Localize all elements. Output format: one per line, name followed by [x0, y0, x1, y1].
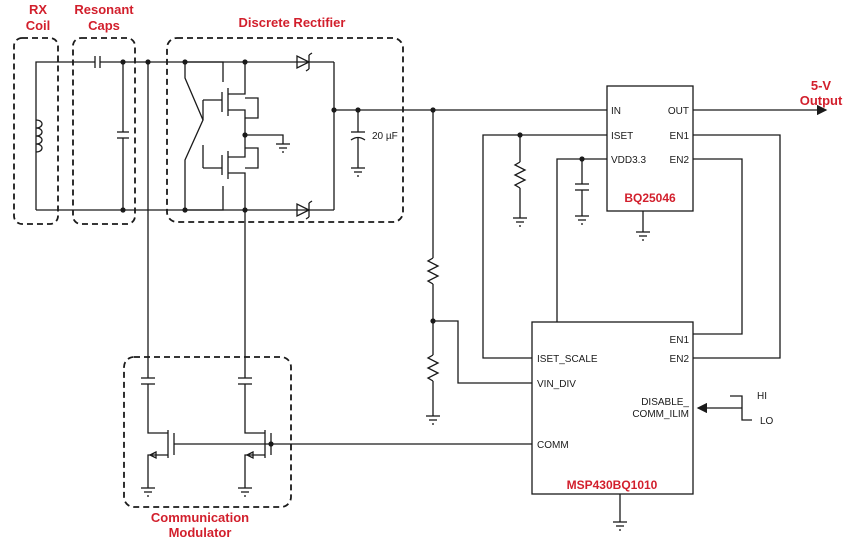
msp-pin-disable: DISABLE_ [641, 397, 689, 408]
msp430-name-label: MSP430BQ1010 [567, 478, 658, 492]
hi-lo-selector [696, 395, 752, 421]
output-label-line1: 5-V [811, 78, 832, 93]
msp-ground-symbol [613, 494, 627, 531]
msp430-chip [531, 321, 694, 495]
discrete-rectifier-group-box [166, 37, 404, 223]
comm-modulator-right-branch [238, 210, 272, 497]
resonant-caps-label-line2: Caps [88, 18, 120, 33]
bq-pin-in: IN [611, 106, 621, 117]
junction-dot [120, 207, 126, 213]
msp-pin-en2: EN2 [670, 354, 690, 365]
parallel-resonant-capacitor [117, 62, 129, 210]
junction-dot [120, 59, 126, 65]
comm-modulator-label-line2: Modulator [169, 525, 232, 540]
en1-net-wire [693, 134, 781, 359]
rectifier-mosfet-pair [145, 59, 290, 213]
en2-net-wire [693, 158, 743, 335]
comm-modulator-group-box [123, 356, 292, 508]
junction-dot [268, 441, 274, 447]
bq-ground-symbol [636, 211, 650, 241]
bq-pin-vdd33: VDD3.3 [611, 155, 646, 166]
schottky-diode-bottom [296, 200, 313, 220]
resonant-caps-group-box [72, 37, 136, 225]
rx-coil-label-line2: Coil [26, 18, 51, 33]
hi-label: HI [757, 391, 767, 402]
schottky-diode-top [296, 52, 313, 72]
msp-pin-iset-scale: ISET_SCALE [537, 354, 598, 365]
bq25046-name-label: BQ25046 [624, 191, 676, 205]
vdd33-decoupling-capacitor [556, 156, 607, 322]
comm-modulator-label-line1: Communication [151, 510, 249, 525]
resonant-caps-label-line1: Resonant [74, 2, 134, 17]
bq25046-chip [606, 85, 694, 212]
bq-pin-iset: ISET [611, 131, 633, 142]
rx-coil-label-line1: RX [29, 2, 47, 17]
bq-pin-out: OUT [668, 106, 689, 117]
comm-modulator-left-branch [141, 62, 175, 497]
msp-pin-comm: COMM [537, 440, 569, 451]
bq-pin-en2: EN2 [670, 155, 690, 166]
msp-pin-en1: EN1 [670, 335, 690, 346]
output-label-line2: Output [800, 93, 843, 108]
bq-pin-en1: EN1 [670, 131, 690, 142]
rx-coil-group-box [13, 37, 59, 225]
iset-resistor [482, 132, 607, 359]
discrete-rectifier-label: Discrete Rectifier [239, 15, 346, 30]
msp-pin-comm-ilim: COMM_ILIM [632, 409, 689, 420]
cap-value-label: 20 µF [372, 131, 398, 142]
msp-pin-vin-div: VIN_DIV [537, 379, 576, 390]
vin-divider-resistors [426, 107, 532, 425]
lo-label: LO [760, 416, 774, 427]
output-capacitor-20uF [334, 107, 607, 177]
